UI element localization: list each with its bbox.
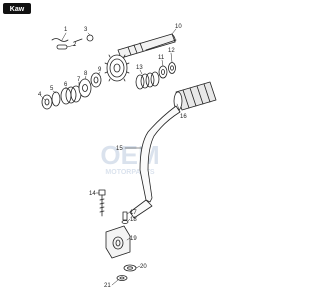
brand-logo: Kaw [3,3,31,14]
callout-7: 7 [77,77,81,83]
callout-9: 9 [98,67,102,73]
callout-15: 15 [116,146,123,152]
callout-16: 16 [180,114,187,120]
callout-17: 17 [130,210,137,216]
callout-20: 20 [140,264,147,270]
kick-boss [105,225,131,259]
small-bolt [121,211,129,224]
callout-14: 14 [89,191,96,197]
exploded-parts-diagram: Kaw OEM MOTORPARTS [3,3,217,289]
watermark-sub: MOTORPARTS [105,169,154,176]
callout-11: 11 [158,55,165,61]
callout-12: 12 [168,48,175,54]
washer-set [158,62,176,79]
callout-8: 8 [84,71,88,77]
callout-18: 18 [130,217,137,223]
callout-5: 5 [50,86,54,92]
callout-1: 1 [64,27,68,33]
lower-washers [116,264,137,281]
callout-4: 4 [38,92,42,98]
kick-gear [104,54,130,82]
callout-13: 13 [136,65,143,71]
callout-10: 10 [175,24,182,30]
callout-19: 19 [130,236,137,242]
callout-3: 3 [84,27,88,33]
kick-shaft [117,33,177,59]
callout-21: 21 [104,283,111,289]
ratchet-assembly [41,72,102,110]
leader-lines [40,28,181,286]
pinch-bolt [98,189,106,217]
kick-pedal-rubber [173,81,217,111]
callout-6: 6 [64,82,68,88]
callout-labels: 1 2 3 4 5 6 7 8 9 10 11 12 13 14 15 16 1… [38,24,187,289]
callout-2: 2 [73,42,77,48]
return-spring [135,71,160,90]
kick-arm [129,105,181,219]
brand-logo-text: Kaw [10,6,25,13]
